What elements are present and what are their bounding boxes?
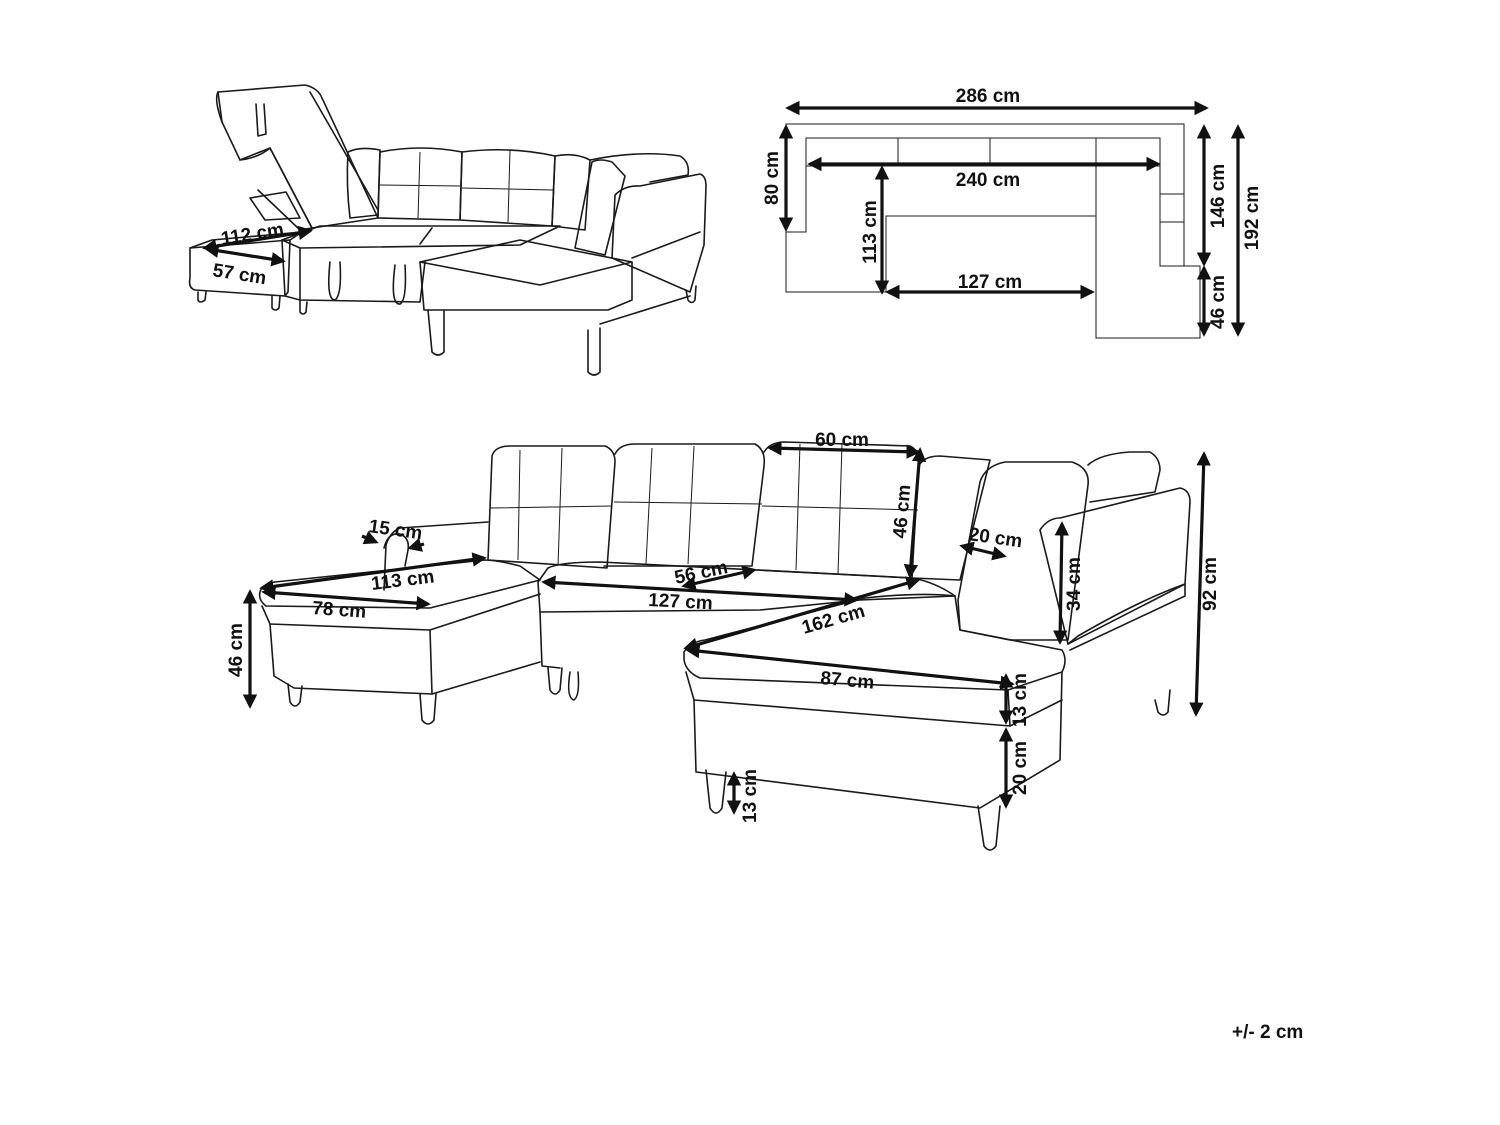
right-chaise-width-arrow [685, 644, 1015, 690]
storage-width-label: 57 cm [211, 260, 267, 289]
armrest-left-tick [361, 530, 379, 545]
storage-length-label: 112 cm [219, 219, 285, 250]
total-height-arrow [1189, 451, 1211, 717]
storage-view-dimensions: 112 cm 57 cm [202, 219, 313, 289]
side-depth-label: 146 cm [1208, 164, 1229, 228]
cushion-thickness-label: 13 cm [1010, 673, 1031, 727]
back-height-arrow [903, 447, 927, 579]
back-depth-label: 80 cm [762, 151, 783, 205]
left-chaise-width-label: 78 cm [312, 598, 367, 623]
seat-height-label: 46 cm [226, 623, 247, 677]
front-view-sofa-drawing [258, 441, 1191, 851]
bed-depth-label: 56 cm [673, 557, 730, 589]
right-arm-height-label: 34 cm [1064, 557, 1085, 611]
inner-width-label: 240 cm [956, 170, 1020, 191]
middle-width-label: 127 cm [958, 272, 1022, 293]
base-height-label: 20 cm [1010, 741, 1031, 795]
total-depth-label: 192 cm [1242, 186, 1263, 250]
right-arm-height-arrow [1052, 521, 1070, 645]
storage-view-sofa-drawing [188, 84, 707, 376]
front-view-dimensions: 60 cm 46 cm 15 cm 113 cm 78 cm 46 cm 56 … [226, 430, 1221, 823]
tolerance-note: +/- 2 cm [1232, 1022, 1303, 1043]
overall-width-label: 286 cm [956, 86, 1020, 107]
left-chaise-width-arrow [261, 585, 431, 611]
bed-length-arrow [683, 576, 921, 652]
total-height-label: 92 cm [1200, 557, 1221, 611]
top-view-dimensions: 286 cm 240 cm 80 cm 113 cm 127 cm 146 cm… [762, 86, 1263, 337]
chaise-end-label: 46 cm [1208, 275, 1229, 329]
back-height-label: 46 cm [890, 484, 916, 540]
leg-height-label: 13 cm [740, 769, 761, 823]
cushion-width-label: 60 cm [815, 430, 869, 451]
right-armrest-arrow [959, 541, 1007, 561]
cushion-width-arrow [767, 441, 921, 459]
right-chaise-width-label: 87 cm [820, 668, 876, 694]
bed-width-label: 127 cm [648, 590, 713, 614]
chaise-inner-depth-label: 113 cm [860, 200, 881, 263]
armrest-right-tick [407, 537, 425, 552]
left-chaise-depth-arrow [259, 552, 487, 594]
top-view-outline [785, 123, 1201, 339]
storage-width-arrow [204, 243, 286, 267]
